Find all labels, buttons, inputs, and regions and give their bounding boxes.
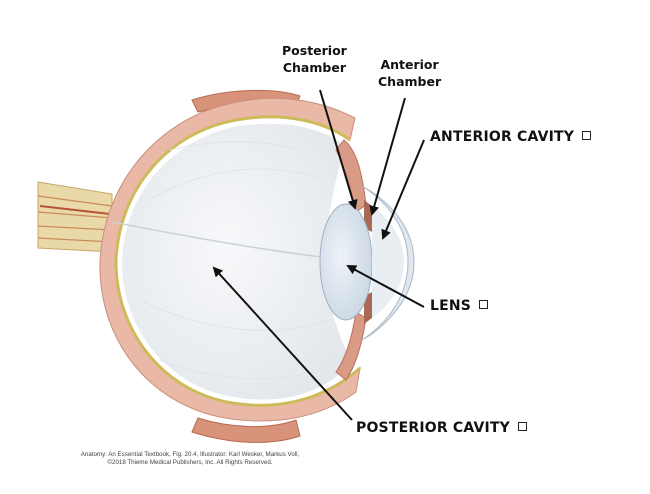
posterior-chamber-label-line1: Posterior <box>282 43 347 58</box>
anterior-cavity-label-text: ANTERIOR CAVITY <box>430 129 575 145</box>
vitreous-texture <box>139 141 331 380</box>
inferior-muscle <box>191 417 301 443</box>
lens-label-text: LENS <box>430 298 472 314</box>
anterior-chamber-label: Anterior Chamber <box>378 56 441 90</box>
posterior-chamber-label: Posterior Chamber <box>282 42 347 76</box>
posterior-cavity-label-text: POSTERIOR CAVITY <box>356 420 510 436</box>
anterior-chamber-label-line1: Anterior <box>380 57 439 72</box>
lens-label: LENS <box>430 298 489 314</box>
ciliary-body-upper <box>335 139 367 213</box>
posterior-cavity-checkbox[interactable] <box>518 422 527 431</box>
iris <box>364 200 372 324</box>
credit-line-1: Anatomy: An Essential Textbook, Fig. 20.… <box>80 451 300 458</box>
hyaloid-canal <box>111 221 331 259</box>
anterior-chamber-label-line2: Chamber <box>378 74 442 89</box>
lens-checkbox[interactable] <box>479 300 489 309</box>
vitreous-body <box>122 123 352 400</box>
retina-layer <box>114 115 362 407</box>
lens-arrow <box>346 265 425 308</box>
posterior-chamber-arrow <box>319 89 358 210</box>
lens <box>319 203 373 321</box>
anterior-cavity-label: ANTERIOR CAVITY <box>430 129 592 145</box>
anterior-cavity-checkbox[interactable] <box>582 131 592 140</box>
anterior-chamber <box>372 206 404 318</box>
optic-nerve <box>37 181 113 253</box>
anterior-chamber-arrow <box>369 97 406 216</box>
posterior-chamber-label-line2: Chamber <box>282 60 346 75</box>
image-credit: Anatomy: An Essential Textbook, Fig. 20.… <box>40 451 340 467</box>
posterior-cavity-label: POSTERIOR CAVITY <box>356 420 527 436</box>
posterior-cavity-arrow <box>212 266 353 421</box>
credit-line-2: ©2018 Thieme Medical Publishers, Inc. Al… <box>107 459 273 466</box>
cornea <box>361 185 415 341</box>
anterior-cavity-arrow <box>381 139 425 240</box>
